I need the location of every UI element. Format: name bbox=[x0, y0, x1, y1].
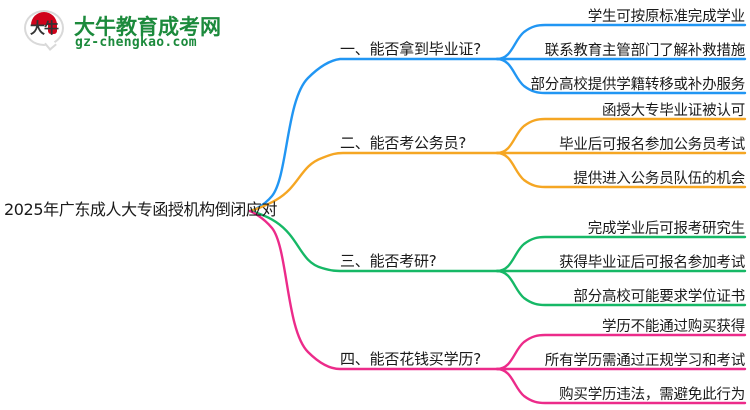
connector-branch-4-leaf-1 bbox=[495, 333, 747, 371]
leaf-label-4-2[interactable]: 所有学历需通过正规学习和考试 bbox=[544, 353, 745, 369]
branch-label-3[interactable]: 三、能否考研? bbox=[340, 252, 437, 270]
logo-red-dot-shape bbox=[48, 21, 57, 34]
leaf-label-2-1[interactable]: 函授大专毕业证被认可 bbox=[602, 103, 745, 119]
leaf-label-3-3[interactable]: 部分高校可能要求学位证书 bbox=[573, 289, 745, 305]
logo-domain: gz-chengkao.com bbox=[75, 35, 197, 50]
leaf-label-1-2[interactable]: 联系教育主管部门了解补救措施 bbox=[544, 43, 745, 59]
connector-branch-2-leaf-1 bbox=[495, 117, 747, 155]
leaf-label-1-3[interactable]: 部分高校提供学籍转移或补办服务 bbox=[530, 77, 746, 93]
logo-title: 大牛教育成考网 bbox=[74, 15, 221, 39]
connector-branch-1-leaf-3 bbox=[495, 57, 747, 95]
logo-bubble-icon: 大牛 bbox=[22, 9, 66, 51]
connector-root-to-branch-4 bbox=[248, 209, 499, 371]
connector-branch-1-leaf-1 bbox=[495, 23, 747, 61]
connector-branch-3-leaf-1 bbox=[495, 235, 747, 273]
mindmap-root-title: 2025年广东成人大专函授机构倒闭应对 bbox=[4, 200, 278, 219]
connector-branch-4-leaf-3 bbox=[495, 367, 747, 405]
leaf-label-2-2[interactable]: 毕业后可报名参加公务员考试 bbox=[559, 137, 745, 153]
leaf-label-3-1[interactable]: 完成学业后可报考研究生 bbox=[587, 221, 746, 237]
branch-label-2[interactable]: 二、能否考公务员? bbox=[340, 134, 467, 152]
site-logo: 大牛 大牛教育成考网 gz-chengkao.com bbox=[22, 6, 221, 54]
leaf-label-1-1[interactable]: 学生可按原标准完成学业 bbox=[587, 9, 746, 25]
connector-root-to-branch-2 bbox=[248, 151, 499, 213]
connector-branch-2-leaf-3 bbox=[495, 151, 747, 189]
leaf-label-2-3[interactable]: 提供进入公务员队伍的机会 bbox=[573, 171, 745, 187]
connector-branch-3-leaf-3 bbox=[495, 269, 747, 307]
leaf-label-4-1[interactable]: 学历不能通过购买获得 bbox=[602, 319, 745, 335]
leaf-label-3-2[interactable]: 获得毕业证后可报名参加考试 bbox=[559, 255, 745, 271]
connector-root-to-branch-3 bbox=[248, 209, 499, 273]
logo-mark-text: 大牛 bbox=[29, 19, 59, 37]
branch-label-4[interactable]: 四、能否花钱买学历? bbox=[340, 350, 481, 368]
branch-label-1[interactable]: 一、能否拿到毕业证? bbox=[340, 40, 481, 58]
leaf-label-4-3[interactable]: 购买学历违法，需避免此行为 bbox=[559, 387, 745, 403]
